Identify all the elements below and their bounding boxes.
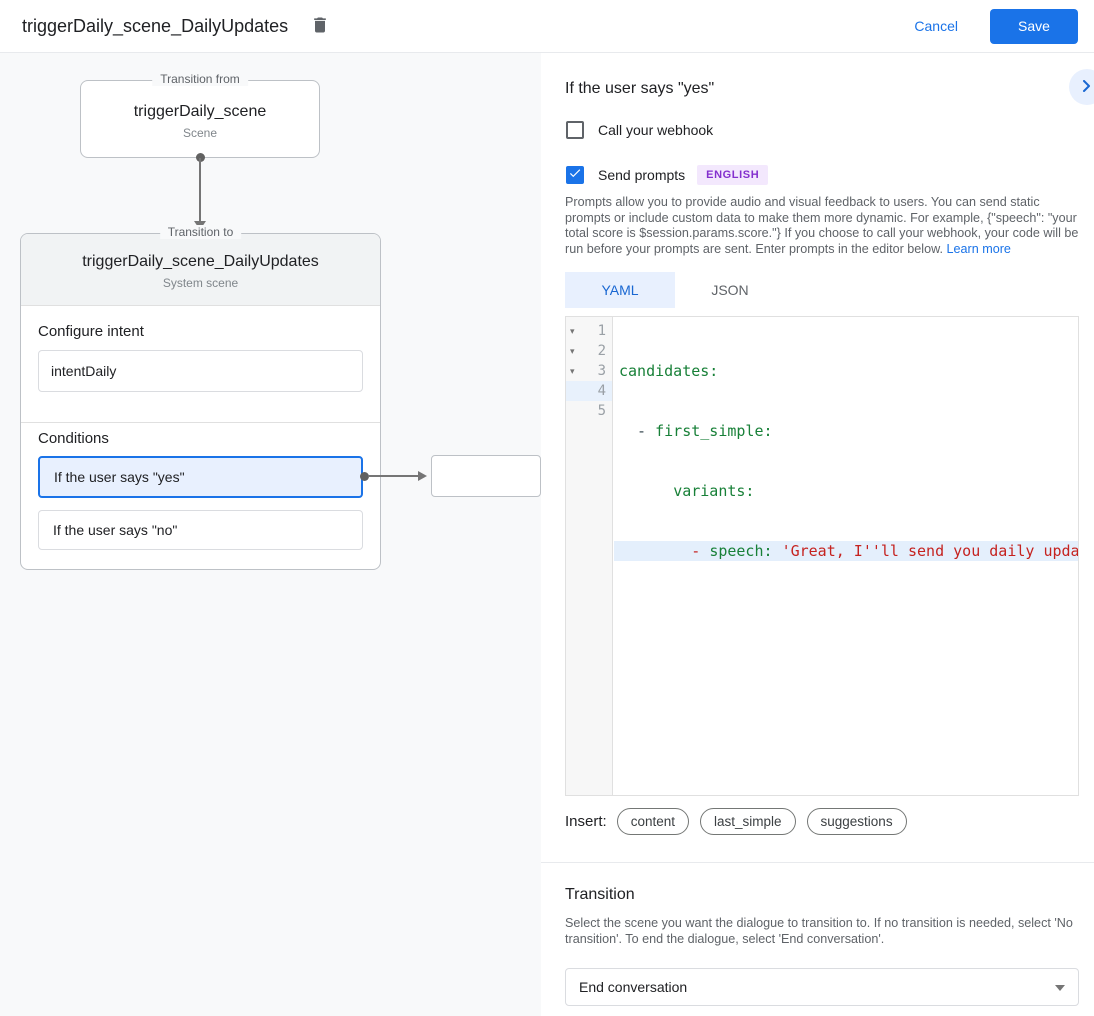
chevron-right-icon bbox=[1081, 79, 1093, 95]
conditions-heading: Conditions bbox=[38, 430, 109, 447]
code-line: variants: bbox=[673, 482, 755, 500]
transition-from-legend: Transition from bbox=[152, 72, 248, 86]
webhook-checkbox-row: Call your webhook bbox=[566, 121, 713, 139]
connector-line-horizontal bbox=[368, 475, 418, 477]
transition-select-value: End conversation bbox=[579, 979, 688, 995]
top-bar: triggerDaily_scene_DailyUpdates Cancel S… bbox=[0, 0, 1094, 53]
section-divider bbox=[21, 422, 380, 423]
line-number: 3 bbox=[597, 363, 606, 379]
transition-to-node: Transition to triggerDaily_scene_DailyUp… bbox=[20, 225, 381, 570]
condition-label: If the user says "yes" bbox=[54, 469, 185, 485]
tab-yaml[interactable]: YAML bbox=[565, 272, 675, 308]
webhook-label: Call your webhook bbox=[598, 122, 714, 138]
insert-chip-content[interactable]: content bbox=[616, 808, 689, 835]
save-button[interactable]: Save bbox=[990, 8, 1078, 44]
fold-arrow-icon[interactable]: ▾ bbox=[570, 366, 575, 376]
line-number: 1 bbox=[597, 323, 606, 339]
intent-name: intentDaily bbox=[51, 363, 117, 379]
connector-dot bbox=[360, 472, 369, 481]
condition-editor-panel: If the user says "yes" Call your webhook… bbox=[541, 53, 1094, 1016]
gutter-row: 4 bbox=[566, 381, 612, 401]
check-icon bbox=[568, 166, 582, 185]
intent-card[interactable]: intentDaily bbox=[38, 350, 363, 392]
line-number: 2 bbox=[597, 343, 606, 359]
condition-title: If the user says "yes" bbox=[565, 80, 715, 97]
transition-target-box[interactable] bbox=[431, 455, 541, 497]
code-line: - first_simple: bbox=[619, 422, 773, 440]
tab-json[interactable]: JSON bbox=[711, 282, 749, 298]
trash-icon bbox=[310, 14, 330, 39]
scene-diagram-panel: Transition from triggerDaily_scene Scene… bbox=[0, 53, 541, 1016]
insert-chip-last-simple[interactable]: last_simple bbox=[699, 808, 796, 835]
line-number: 5 bbox=[597, 403, 606, 419]
condition-card-yes[interactable]: If the user says "yes" bbox=[38, 456, 363, 498]
cancel-button[interactable]: Cancel bbox=[898, 10, 974, 42]
connector-line-vertical bbox=[199, 158, 201, 221]
editor-gutter: ▾ 1 ▾ 2 ▾ 3 4 5 bbox=[566, 317, 613, 795]
connector-dot bbox=[196, 153, 205, 162]
send-prompts-label: Send prompts bbox=[598, 167, 686, 183]
condition-label: If the user says "no" bbox=[53, 522, 178, 538]
transition-select[interactable]: End conversation bbox=[565, 968, 1079, 1006]
arrow-right-icon bbox=[418, 471, 427, 481]
transition-to-legend: Transition to bbox=[159, 225, 242, 239]
from-scene-type: Scene bbox=[182, 126, 218, 140]
insert-chip-suggestions[interactable]: suggestions bbox=[806, 808, 907, 835]
transition-from-node[interactable]: Transition from triggerDaily_scene Scene bbox=[80, 72, 320, 158]
condition-card-no[interactable]: If the user says "no" bbox=[38, 510, 363, 550]
dropdown-caret-icon bbox=[1055, 985, 1065, 991]
gutter-row: 5 bbox=[566, 401, 612, 421]
section-divider bbox=[541, 862, 1094, 863]
collapse-panel-button[interactable] bbox=[1069, 69, 1094, 105]
gutter-row: ▾ 2 bbox=[566, 341, 612, 361]
transition-heading: Transition bbox=[565, 886, 635, 903]
send-prompts-checkbox[interactable] bbox=[566, 166, 584, 184]
to-scene-name: triggerDaily_scene_DailyUpdates bbox=[82, 253, 319, 270]
to-scene-header: triggerDaily_scene_DailyUpdates System s… bbox=[21, 234, 380, 306]
webhook-checkbox[interactable] bbox=[566, 121, 584, 139]
configure-intent-heading: Configure intent bbox=[38, 323, 144, 340]
learn-more-link[interactable]: Learn more bbox=[946, 242, 1011, 257]
insert-label: Insert: bbox=[565, 813, 607, 830]
insert-row: Insert: content last_simple suggestions bbox=[565, 808, 918, 835]
prompts-description: Prompts allow you to provide audio and v… bbox=[565, 195, 1079, 257]
code-area[interactable]: candidates: - first_simple: variants: - … bbox=[614, 317, 1078, 795]
gutter-row: ▾ 1 bbox=[566, 321, 612, 341]
prompt-code-editor[interactable]: ▾ 1 ▾ 2 ▾ 3 4 5 candidates: - first_sim bbox=[565, 316, 1079, 796]
line-number: 4 bbox=[597, 383, 606, 399]
code-line bbox=[614, 601, 1078, 621]
transition-description: Select the scene you want the dialogue t… bbox=[565, 916, 1073, 946]
code-line: candidates: bbox=[619, 362, 719, 380]
from-scene-name: triggerDaily_scene bbox=[133, 103, 267, 120]
page-title: triggerDaily_scene_DailyUpdates bbox=[22, 15, 289, 36]
send-prompts-checkbox-row: Send prompts ENGLISH bbox=[566, 165, 769, 185]
editor-format-tabs: YAML JSON bbox=[565, 272, 785, 308]
to-scene-type: System scene bbox=[162, 276, 239, 290]
gutter-row: ▾ 3 bbox=[566, 361, 612, 381]
code-line-highlighted: - speech: 'Great, I''ll send you daily u… bbox=[614, 541, 1078, 561]
fold-arrow-icon[interactable]: ▾ bbox=[570, 346, 575, 356]
delete-scene-button[interactable] bbox=[306, 12, 334, 40]
fold-arrow-icon[interactable]: ▾ bbox=[570, 326, 575, 336]
language-badge: ENGLISH bbox=[697, 165, 769, 185]
